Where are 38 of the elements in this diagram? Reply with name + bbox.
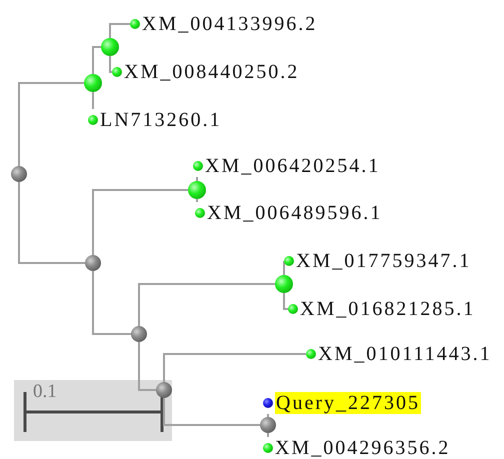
tree-branch bbox=[18, 182, 85, 264]
sequence-label: XM_017759347.1 bbox=[296, 250, 472, 272]
highlighted-sequence-label: Query_227305 bbox=[275, 392, 421, 414]
tree-branch bbox=[109, 56, 112, 73]
tree-branch bbox=[92, 92, 94, 109]
sequence-label: XM_008440250.2 bbox=[124, 61, 300, 83]
tree-branch bbox=[163, 353, 306, 382]
branch-node-dot bbox=[85, 255, 101, 271]
tree-branch bbox=[283, 293, 288, 310]
branch-node-dot bbox=[188, 181, 206, 199]
tree-branch bbox=[138, 283, 275, 326]
tree-branch bbox=[109, 23, 130, 38]
tree-branch bbox=[267, 433, 269, 437]
sequence-label: XM_016821285.1 bbox=[300, 298, 476, 320]
tree-branch bbox=[196, 177, 198, 181]
tree-branch bbox=[92, 46, 101, 74]
tree-branch bbox=[196, 199, 198, 202]
tree-branch bbox=[163, 398, 260, 426]
sequence-label: XM_004296356.2 bbox=[275, 437, 450, 459]
tree-branch bbox=[92, 189, 188, 255]
tree-branch bbox=[138, 342, 156, 391]
branch-node-dot bbox=[156, 382, 172, 398]
branch-node-dot bbox=[84, 74, 102, 92]
sequence-label: XM_004133996.2 bbox=[142, 13, 318, 35]
tree-branch bbox=[18, 82, 84, 166]
tree-branch bbox=[267, 414, 269, 417]
branch-node-dot bbox=[260, 417, 276, 433]
sequence-label: XM_006420254.1 bbox=[205, 155, 380, 177]
sequence-label: LN713260.1 bbox=[100, 109, 222, 131]
branch-node-dot bbox=[11, 166, 27, 182]
branch-node-dot bbox=[275, 275, 293, 293]
branch-node-dot bbox=[101, 38, 119, 56]
sequence-label: XM_010111443.1 bbox=[318, 343, 492, 365]
tree-branch bbox=[283, 260, 285, 275]
sequence-label: XM_006489596.1 bbox=[207, 202, 382, 224]
branch-node-dot bbox=[131, 326, 147, 342]
tree-branch bbox=[92, 271, 131, 335]
scale-value: 0.1 bbox=[33, 381, 57, 403]
